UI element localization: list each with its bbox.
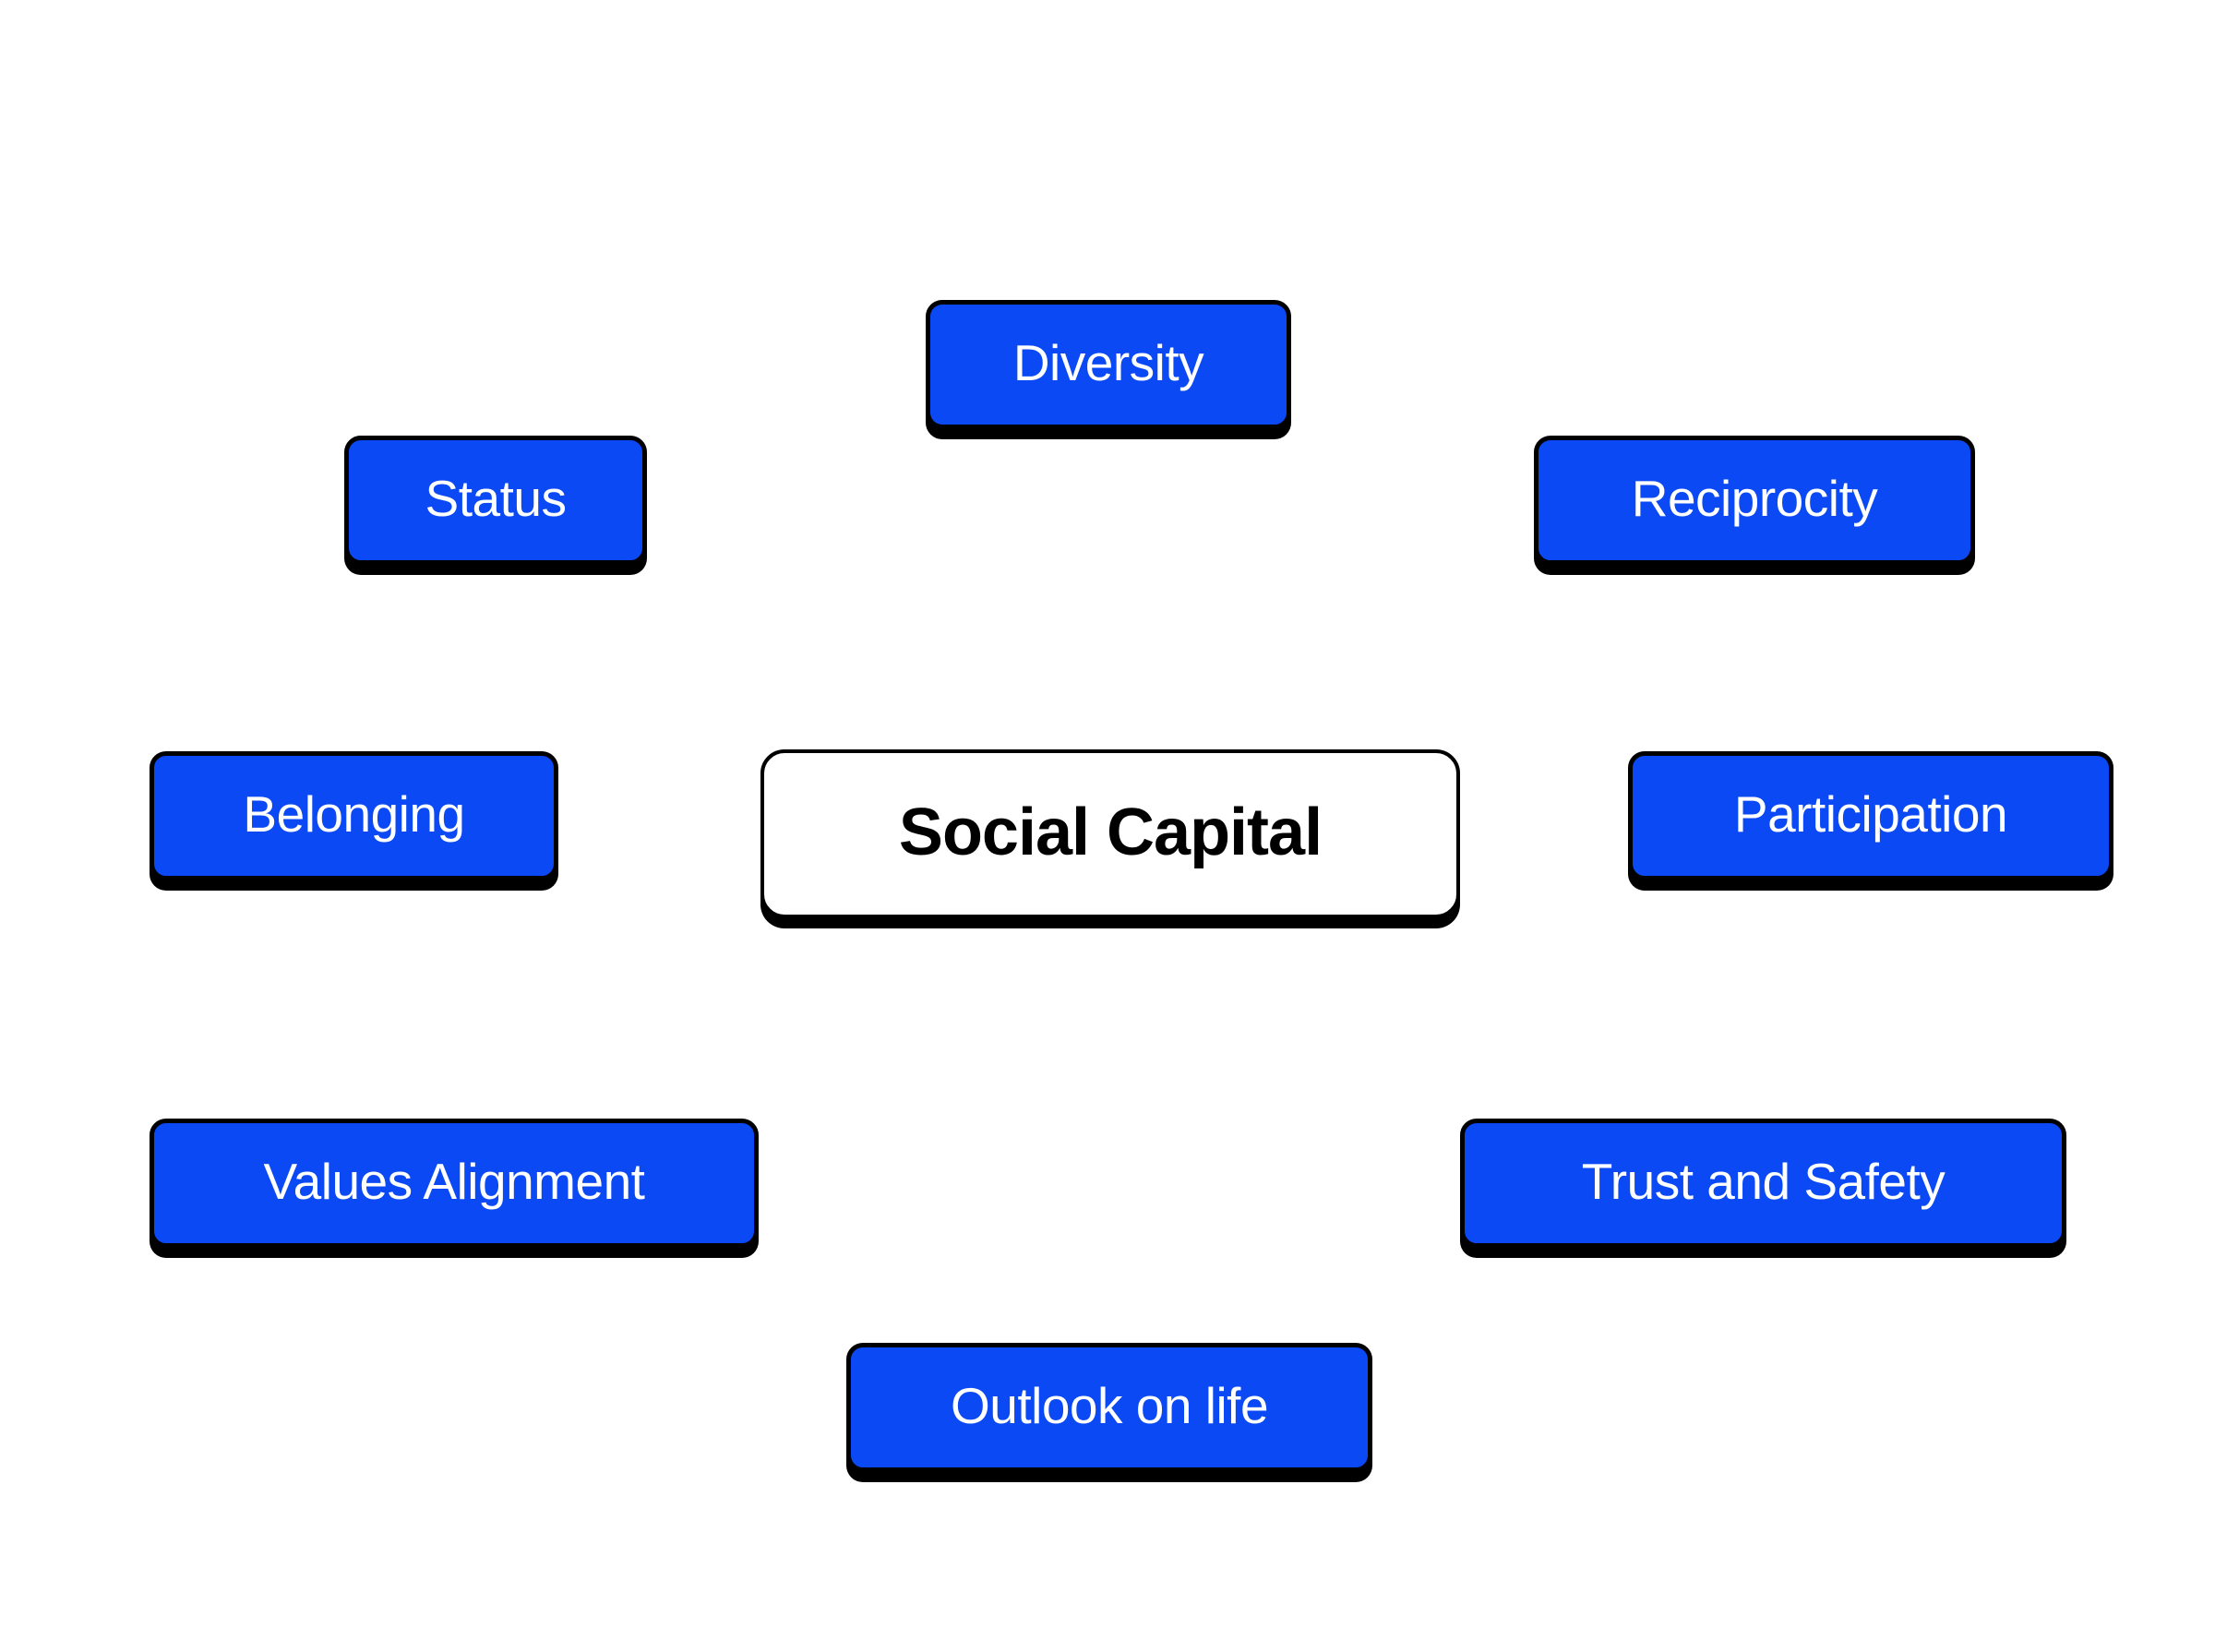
node-diversity[interactable]: Diversity	[926, 300, 1291, 429]
node-status[interactable]: Status	[344, 436, 647, 565]
node-label: Trust and Safety	[1581, 1152, 1946, 1210]
node-reciprocity[interactable]: Reciprocity	[1534, 436, 1975, 565]
node-participation[interactable]: Participation	[1628, 751, 2113, 880]
node-trust-and-safety[interactable]: Trust and Safety	[1460, 1119, 2066, 1248]
node-label: Values Alignment	[263, 1152, 645, 1210]
node-belonging[interactable]: Belonging	[150, 751, 558, 880]
node-label: Participation	[1733, 784, 2008, 843]
node-label: Belonging	[243, 784, 465, 843]
node-label: Status	[425, 469, 567, 527]
node-label: Reciprocity	[1631, 469, 1878, 527]
node-outlook-on-life[interactable]: Outlook on life	[846, 1343, 1372, 1472]
node-label: Diversity	[1012, 333, 1204, 391]
node-values-alignment[interactable]: Values Alignment	[150, 1119, 759, 1248]
node-label: Outlook on life	[950, 1376, 1269, 1434]
node-social-capital-center[interactable]: Social Capital	[760, 749, 1460, 918]
center-node-label: Social Capital	[898, 795, 1323, 869]
